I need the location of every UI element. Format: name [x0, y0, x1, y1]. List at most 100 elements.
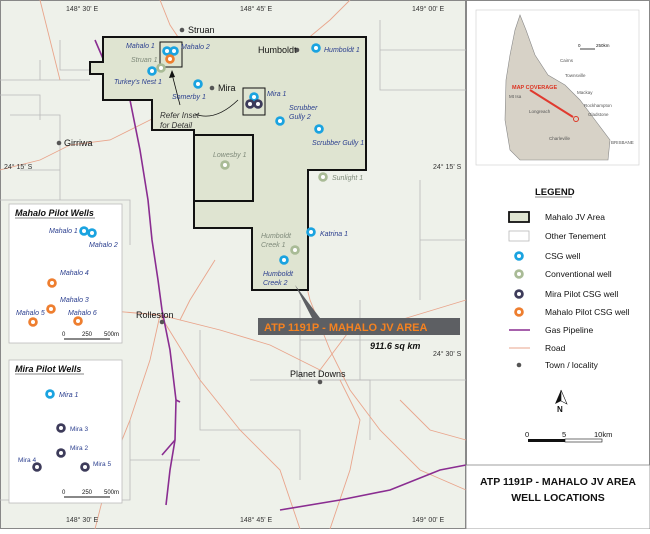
- inset-mahalo-frame: [8, 203, 123, 344]
- mira-pilot-well-map-2: [253, 99, 263, 109]
- legend-conventional: Conventional well: [545, 269, 612, 279]
- scale-bar-black: [528, 439, 565, 442]
- inset-mira-frame: [8, 359, 123, 504]
- legend-town: Town / locality: [545, 360, 599, 370]
- refer-inset-curve: [194, 99, 239, 117]
- locator-map-coverage: MAP COVERAGE: [512, 85, 557, 91]
- gas-pipeline-east: [279, 464, 467, 511]
- town-dot-girriwa: [56, 140, 62, 146]
- inset-mira5: [80, 462, 90, 472]
- inset-mahalo-scale-250: 250: [82, 332, 93, 338]
- scale-label-0: 0: [525, 430, 529, 439]
- inset-mira-scale-500: 500m: [104, 490, 119, 496]
- legend-swatch-jv-area: [508, 211, 530, 223]
- coord-right-2: 24° 30' S: [433, 350, 462, 358]
- legend-pipeline: Gas Pipeline: [545, 325, 593, 335]
- mahalo-pilot-well-map: [165, 54, 175, 64]
- scale-label-10: 10km: [594, 430, 612, 439]
- label-lowesby1: Lowesby 1: [213, 152, 247, 159]
- label-scrubber-gully2-b: Gully 2: [289, 114, 311, 121]
- north-arrow-left: [555, 390, 561, 404]
- label-humboldt-creek2-a: Humboldt: [263, 271, 294, 278]
- conv-well-struan1: [156, 63, 166, 73]
- inset-mahalo: Mahalo Pilot Wells Mahalo 1 Mahalo 2 Mah…: [8, 203, 123, 344]
- inset-mira2: [56, 448, 66, 458]
- inset-csg-mahalo1: [79, 226, 89, 236]
- town-planet-downs: Planet Downs: [290, 369, 346, 379]
- mira-inset-box: [242, 87, 266, 116]
- tenement-area: 911.6 sq km: [370, 341, 420, 351]
- conv-well-sunlight1: [318, 172, 328, 182]
- conv-well-lowesby1: [220, 160, 230, 170]
- legend-other-tenement: Other Tenement: [545, 231, 606, 241]
- label-turkeys-nest: Turkey's Nest 1: [114, 79, 162, 86]
- town-struan: Struan: [188, 25, 215, 35]
- north-arrow-right: [560, 389, 568, 405]
- label-humboldt-creek1-a: Humboldt: [261, 233, 292, 240]
- mahalo-inset-box: [159, 41, 183, 68]
- csg-well-scrubber-gully2: [275, 116, 285, 126]
- scale-bar-white: [564, 438, 603, 443]
- legend-swatch-conventional: [514, 269, 524, 279]
- coord-bottom-2: 148° 45' E: [240, 516, 272, 524]
- north-arrow: N: [555, 389, 568, 414]
- town-dot-struan: [179, 27, 185, 33]
- gas-pipeline-branch: [161, 399, 181, 456]
- town-mira: Mira: [218, 83, 236, 93]
- refer-inset-arrow: [171, 73, 181, 106]
- locator-townsville: Townsville: [565, 73, 586, 78]
- inset-mahalo-title: Mahalo Pilot Wells: [15, 208, 94, 218]
- inset-mahalo3: [46, 304, 56, 314]
- legend-jv-area: Mahalo JV Area: [545, 212, 605, 222]
- label-scrubber-gully1: Scrubber Gully 1: [312, 140, 364, 147]
- legend-road: Road: [545, 343, 566, 353]
- label-struan1: Struan 1: [131, 57, 158, 64]
- north-label: N: [557, 405, 563, 414]
- csg-well-humboldt1: [311, 43, 321, 53]
- coord-top-1: 148° 30' E: [66, 5, 98, 13]
- inset-mira-scale-250: 250: [82, 490, 93, 496]
- label-katrina1: Katrina 1: [320, 231, 348, 238]
- inset-label-mahalo2: Mahalo 2: [89, 242, 118, 249]
- refer-inset-line1: Refer Inset: [160, 111, 200, 120]
- csg-well-somerby1: [193, 79, 203, 89]
- locator-scale-250: 250km: [596, 43, 610, 48]
- inset-label-mira5: Mira 5: [93, 461, 111, 468]
- inset-mira-title: Mira Pilot Wells: [15, 364, 81, 374]
- legend-mira: Mira Pilot CSG well: [545, 289, 618, 299]
- legend-swatch-mahalo: [514, 307, 524, 317]
- legend-swatch-town: [516, 362, 522, 368]
- locator-mackay: Mackay: [577, 90, 593, 95]
- locator-cairns: Cairns: [560, 58, 574, 63]
- locator-coverage-box: [573, 116, 579, 122]
- inset-mira: Mira Pilot Wells Mira 1 Mira 3 Mira 2 Mi…: [8, 359, 123, 504]
- locator-gladstone: Gladstone: [588, 112, 609, 117]
- town-dot-mira: [209, 85, 215, 91]
- csg-well-turkeys-nest: [147, 66, 157, 76]
- legend-swatch-mira: [514, 289, 524, 299]
- town-dot-planet-downs: [317, 379, 323, 385]
- coord-top-3: 149° 00' E: [412, 5, 444, 13]
- refer-inset-line2: for Detail: [160, 121, 192, 130]
- locator-mt-isa: Mt Isa: [509, 94, 522, 99]
- coord-right-1: 24° 15' S: [433, 163, 462, 171]
- panel-title-line2: WELL LOCATIONS: [511, 492, 605, 504]
- legend-csg: CSG well: [545, 251, 581, 261]
- inset-label-mira3: Mira 3: [70, 426, 88, 433]
- panel-title-box: [465, 464, 650, 530]
- label-mahalo1: Mahalo 1: [126, 43, 155, 50]
- scale-bar: 0 5 10km: [525, 430, 612, 443]
- town-girriwa: Girriwa: [64, 138, 93, 148]
- tenement-title: ATP 1191P - MAHALO JV AREA: [264, 322, 427, 334]
- inset-mahalo6: [73, 316, 83, 326]
- label-scrubber-gully2-a: Scrubber: [289, 105, 318, 112]
- locator-charleville: Charleville: [549, 136, 571, 141]
- locator-rockhampton: Rockhampton: [584, 103, 612, 108]
- label-humboldt-creek2-b: Creek 2: [263, 280, 288, 287]
- inset-mahalo-scale-500: 500m: [104, 332, 119, 338]
- town-humboldt: Humboldt: [258, 45, 297, 55]
- locator-map: MAP COVERAGE 0 250km Cairns Townsville M…: [475, 9, 640, 166]
- legend-swatch-csg: [514, 251, 524, 261]
